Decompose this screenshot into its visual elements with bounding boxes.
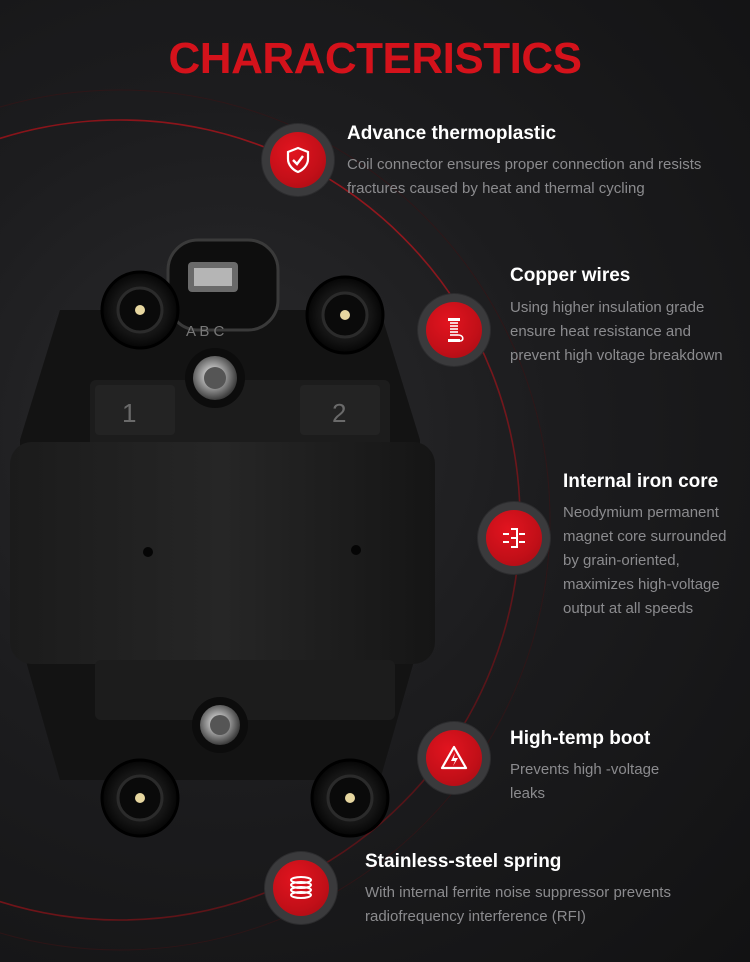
feature-description: Using higher insulation grade ensure hea… [510, 299, 723, 364]
iron-core-icon [478, 502, 550, 574]
feature-description: Neodymium permanent magnet core surround… [563, 504, 727, 617]
tower-number-1: 1 [122, 398, 136, 428]
copper-coil-icon [418, 294, 490, 366]
tower-number-2: 2 [332, 398, 346, 428]
feature-title: High-temp boot [510, 728, 651, 749]
page-title: CHARACTERISTICS [168, 34, 582, 83]
feature-title: Advance thermoplastic [347, 123, 557, 144]
connector-letters: A B C [186, 323, 225, 340]
feature-description: Coil connector ensures proper connection… [347, 156, 702, 197]
feature-description: Prevents high -voltage leaks [510, 761, 660, 802]
high-voltage-warning-icon [418, 722, 490, 794]
ignition-coil-image: A B C 1 2 3 4 [10, 238, 435, 838]
shield-check-icon [262, 124, 334, 196]
spring-icon [265, 852, 337, 924]
feature-title: Copper wires [510, 265, 631, 286]
feature-title: Internal iron core [563, 471, 719, 492]
feature-title: Stainless-steel spring [365, 851, 562, 872]
feature-description: With internal ferrite noise suppressor p… [365, 884, 671, 925]
